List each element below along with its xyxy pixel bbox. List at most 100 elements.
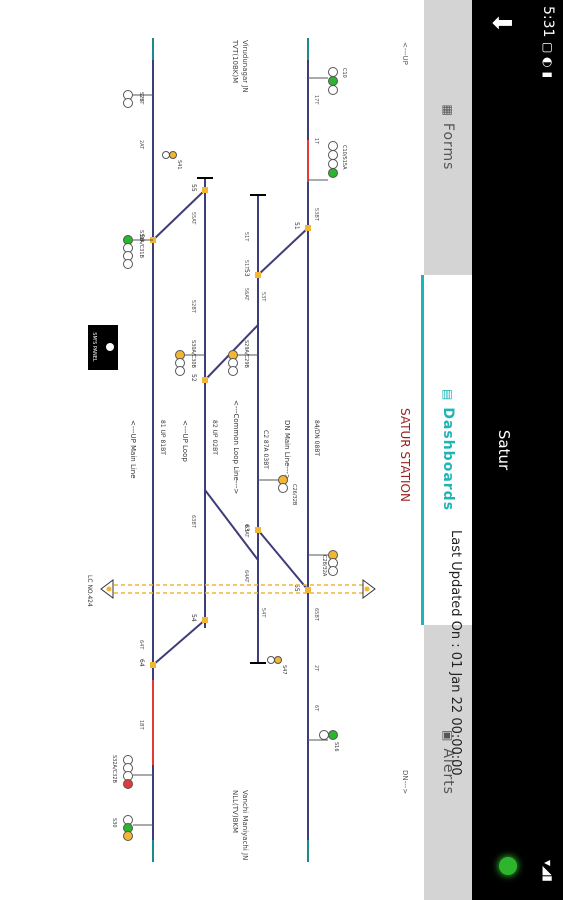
- signal-s29a-c29b[interactable]: S29A/C29B: [228, 340, 259, 376]
- sm-panel-button[interactable]: SM'S PANEL: [88, 325, 118, 370]
- notification-icon: ▢ ◐ ▮: [541, 42, 555, 79]
- signal-label: S47: [281, 665, 287, 675]
- app-title: Satur: [495, 429, 513, 471]
- left-neighbor-station: Virudunagar JN TVT(10BK)M: [231, 39, 249, 95]
- point-52: [202, 377, 208, 383]
- tc-label: 55AT: [190, 212, 196, 225]
- point-label-65: 65: [293, 584, 300, 592]
- tab-dashboards[interactable]: ▤ Dashboards: [421, 275, 472, 625]
- signal-c10[interactable]: C10: [308, 67, 347, 95]
- point-54: [202, 617, 208, 623]
- tc-label: 17T: [313, 95, 319, 105]
- point-63: [255, 527, 261, 533]
- signal-s30a-c30b[interactable]: S30A/C30B: [175, 340, 206, 376]
- tc-label: 51T: [243, 232, 249, 242]
- right-neighbor-line-1: Vanchi Maniyachi JN: [241, 790, 249, 860]
- level-crossing-gate[interactable]: LC NO.424: [86, 575, 376, 607]
- tc-label: 1BT: [138, 720, 144, 731]
- signal-label: S30: [111, 818, 117, 828]
- point-64: [150, 662, 156, 668]
- point-label-55: 55: [190, 184, 197, 192]
- tc-label: 63AT: [243, 525, 249, 538]
- left-neighbor-line-2: TVT(10BK)M: [231, 39, 239, 83]
- common-loop-label: <---Common Loop Line--->: [232, 400, 240, 494]
- signal-s41[interactable]: S41: [162, 151, 183, 170]
- point-label-56: 56: [138, 234, 145, 242]
- point-label-53: 53: [243, 269, 250, 277]
- dn-direction-label: DN--->: [401, 770, 409, 794]
- signal-label: S30A/C30B: [190, 340, 196, 368]
- tc-label: 52BT: [190, 300, 196, 314]
- point-label-64: 64: [138, 659, 145, 667]
- signal-label: S16: [333, 742, 339, 752]
- clock: 5:31: [540, 6, 556, 38]
- tab-label: Dashboards: [440, 407, 456, 512]
- point-label-52: 52: [190, 374, 197, 382]
- tc-label: 53BT: [313, 208, 319, 222]
- up-main-code: 81 UP 81BT: [159, 420, 166, 455]
- tc-label: 51T: [243, 260, 249, 270]
- crossover-51-53: [257, 227, 309, 276]
- up-main-label: <---UP Main Line: [129, 420, 137, 479]
- signal-icon: ▾◢▮: [541, 860, 555, 882]
- tab-forms[interactable]: ▦ Forms: [424, 0, 472, 275]
- signal-s47[interactable]: S47: [267, 656, 288, 675]
- crossover-54-64: [152, 619, 206, 666]
- signal-s2b[interactable]: S2B: [123, 90, 154, 108]
- point-53: [255, 272, 261, 278]
- point-55: [202, 187, 208, 193]
- signal-label: C26/32B: [291, 484, 297, 506]
- tab-label: Forms: [440, 122, 456, 171]
- up-loop-label: <---UP Loop: [181, 420, 189, 462]
- signal-label: S41: [176, 160, 182, 170]
- track-circuit-labels: 17T 1T 53BT 51T 55AT 56AT 65BT 2T 6T 53T…: [138, 95, 319, 731]
- tc-label: 56AT: [243, 288, 249, 301]
- up-direction-label: <---UP: [401, 42, 409, 65]
- signal-label: S31A/C31B: [138, 230, 144, 258]
- signal-c10-s15a[interactable]: C10/S15A: [308, 141, 347, 181]
- tc-label: 2AT: [138, 140, 144, 150]
- status-bar: 5:31 ▢ ◐ ▮ ▾◢▮: [530, 0, 563, 900]
- tc-label: 63BT: [190, 515, 196, 529]
- lc-gate-label: LC NO.424: [86, 575, 93, 607]
- forms-icon: ▦: [441, 104, 455, 117]
- point-markers: 51 52 53 54 55 56 63 64 65: [138, 184, 311, 668]
- point-label-54: 54: [190, 614, 197, 622]
- crossover-55-56: [152, 189, 206, 241]
- left-neighbor-line-1: Virudunagar JN: [241, 40, 249, 93]
- signal-s31a-c31b[interactable]: S31A/C31B: [123, 230, 154, 269]
- signal-label: S29A/C29B: [243, 340, 249, 368]
- tc-label: 6T: [313, 705, 319, 712]
- point-65: [305, 587, 311, 593]
- right-neighbor-line-2: NLL(TV)BKM: [231, 790, 239, 833]
- crossover-55-63: [204, 489, 259, 561]
- signal-label: S32A/C32B: [111, 755, 117, 783]
- tc-label: 2ST: [138, 95, 144, 105]
- signal-s32a-c32b[interactable]: S32A/C32B: [111, 755, 153, 789]
- tc-label: 64T: [138, 640, 144, 650]
- tc-label: 54T: [260, 608, 266, 618]
- app-bar: ⬇ Satur: [472, 0, 530, 900]
- signal-label: C28/32A: [321, 555, 327, 577]
- connection-status-indicator: [499, 857, 517, 875]
- signal-c26-32b[interactable]: C26/32B: [258, 475, 297, 506]
- tc-label: 65BT: [313, 608, 319, 622]
- station-yard-diagram: SATUR STATION <---UP DN---> Virudunagar …: [86, 38, 412, 862]
- tc-label: 64AT: [243, 570, 249, 583]
- dashboard-icon: ▤: [441, 388, 455, 402]
- point-label-51: 51: [293, 222, 300, 230]
- sm-panel-label: SM'S PANEL: [91, 332, 97, 362]
- point-51: [305, 225, 311, 231]
- signal-s16[interactable]: S16: [308, 730, 339, 752]
- signal-label: C10/S15A: [341, 145, 347, 170]
- station-name: SATUR STATION: [398, 408, 412, 502]
- signal-label: C10: [341, 68, 347, 78]
- dn-main-label: DN Main Line--->: [283, 420, 291, 480]
- signal-label: S2B: [138, 92, 144, 102]
- signal-c28-32a[interactable]: C28/32A: [308, 550, 338, 577]
- tc-label: 2T: [313, 665, 319, 672]
- common-loop-code: C2 87A 03BT: [262, 430, 269, 469]
- tc-label: 1T: [313, 138, 319, 145]
- signal-s30[interactable]: S30: [111, 815, 153, 841]
- dn-main-code: 84/DN 08BT: [313, 420, 320, 456]
